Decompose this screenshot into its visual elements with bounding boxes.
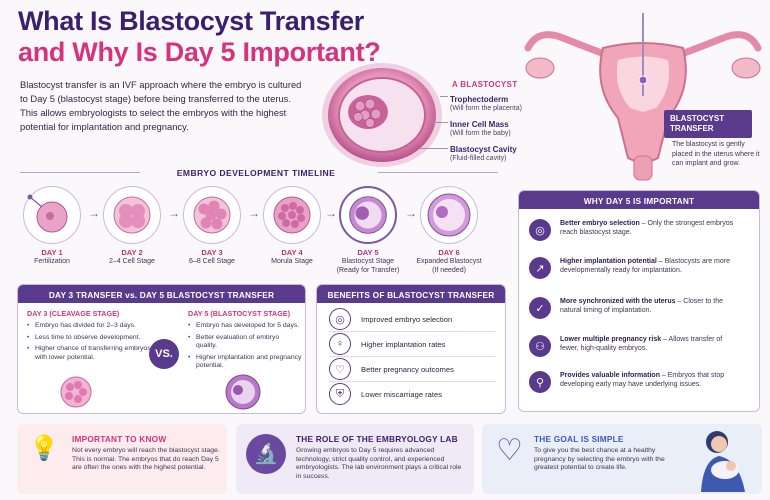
day3-bullets: Embryo has divided for 2–3 days. Less ti… (27, 322, 151, 362)
important-text: Not every embryo will reach the blastocy… (72, 447, 220, 472)
day3-label: DAY 3 (201, 248, 223, 257)
why-text: More synchronized with the uterus – Clos… (560, 298, 723, 315)
why-text: Lower multiple pregnancy risk – Allows t… (560, 336, 723, 353)
growth-chart-icon: ↗ (529, 257, 551, 279)
benefit-item: ♀ Higher implantation rates (329, 332, 495, 356)
why-item: ◎ Better embryo selection – Only the str… (529, 219, 751, 257)
trophectoderm-sub: (Will form the placenta) (450, 105, 522, 112)
heart-icon: ♡ (329, 358, 351, 380)
benefit-text: Improved embryo selection (361, 314, 453, 324)
day3-bullet: Higher chance of transferring embryos wi… (27, 345, 151, 362)
page-title-line1: What Is Blastocyst Transfer (18, 6, 365, 36)
day5-desc: Blastocyst Stage (Ready for Transfer) (336, 258, 400, 274)
day5-bullet: Better evaluation of embryo quality. (188, 334, 302, 351)
goal-text: To give you the best chance at a healthy… (534, 447, 665, 472)
timeline-title: EMBRYO DEVELOPMENT TIMELINE (176, 168, 336, 178)
why-text: Better embryo selection – Only the stron… (560, 220, 734, 237)
target-icon: ◎ (329, 308, 351, 330)
day5-embryo-icon (225, 374, 261, 410)
arrow-icon: → (168, 206, 180, 220)
day1-label: DAY 1 (41, 248, 63, 257)
important-title: IMPORTANT TO KNOW (72, 434, 167, 444)
cavity-label: Blastocyst Cavity (450, 145, 517, 154)
day3-bullet: Embryo has divided for 2–3 days. (27, 322, 151, 331)
day3-bullet: Less time to observe development. (27, 334, 151, 343)
benefit-text: Better pregnancy outcomes (361, 364, 454, 374)
mother-baby-illustration (701, 431, 745, 492)
why-item: ⚇ Lower multiple pregnancy risk – Allows… (529, 335, 751, 371)
lightbulb-icon: 💡 (29, 435, 59, 462)
target-icon: ◎ (529, 219, 551, 241)
benefit-item: ◎ Improved embryo selection (329, 307, 495, 331)
day3-embryo-icon (60, 376, 92, 408)
why-panel: WHY DAY 5 IS IMPORTANT ◎ Better embryo s… (518, 190, 760, 412)
day1-desc: Fertilization (34, 258, 70, 265)
lab-title: THE ROLE OF THE EMBRYOLOGY LAB (296, 434, 458, 444)
day3-heading: DAY 3 (CLEAVAGE STAGE) (27, 309, 120, 318)
day5-bullet: Embryo has developed for 5 days. (188, 322, 302, 331)
day4-desc: Morula Stage (271, 258, 313, 265)
blastocyst-illustration (322, 63, 442, 167)
heart-icon: ♡ (496, 434, 523, 467)
comparison-panel: DAY 3 TRANSFER vs. DAY 5 BLASTOCYST TRAN… (17, 284, 306, 414)
cavity-sub: (Fluid-filled cavity) (450, 155, 507, 162)
benefit-text: Higher implantation rates (361, 339, 446, 349)
timeline-divider-left (20, 172, 140, 173)
day6-desc: Expanded Blastocyst (If needed) (416, 258, 482, 274)
day1-embryo-icon (23, 186, 81, 244)
day5-label: DAY 5 (357, 248, 379, 257)
lab-text: Growing embryos to Day 5 requires advanc… (296, 447, 462, 481)
benefits-title: BENEFITS OF BLASTOCYST TRANSFER (317, 285, 505, 303)
why-item: ✓ More synchronized with the uterus – Cl… (529, 297, 751, 335)
day5-heading: DAY 5 (BLASTOCYST STAGE) (188, 309, 290, 318)
day2-desc: 2–4 Cell Stage (109, 258, 155, 265)
why-text: Higher implantation potential – Blastocy… (560, 258, 730, 275)
trophectoderm-label: Trophectoderm (450, 95, 509, 104)
goal-title: THE GOAL IS SIMPLE (534, 434, 624, 444)
benefits-panel: BENEFITS OF BLASTOCYST TRANSFER ◎ Improv… (316, 284, 506, 414)
day6-label: DAY 6 (438, 248, 460, 257)
arrow-icon: → (325, 206, 337, 220)
benefit-item: ⛨ Lower miscarriage rates (329, 382, 495, 406)
uterus-label: BLASTOCYST TRANSFER (664, 110, 752, 138)
why-text: Provides valuable information – Embryos … (560, 372, 725, 389)
blastocyst-heading: A BLASTOCYST (452, 80, 518, 89)
arrow-icon: → (88, 206, 100, 220)
benefit-text: Lower miscarriage rates (361, 389, 443, 399)
shield-icon: ⛨ (329, 383, 351, 405)
why-item: ↗ Higher implantation potential – Blasto… (529, 257, 751, 297)
check-icon: ✓ (529, 297, 551, 319)
day4-embryo-icon (263, 186, 321, 244)
day4-label: DAY 4 (281, 248, 303, 257)
benefit-item: ♡ Better pregnancy outcomes (329, 357, 495, 381)
page-title-line2: and Why Is Day 5 Important? (18, 37, 381, 67)
people-icon: ⚇ (529, 335, 551, 357)
day3-desc: 6–8 Cell Stage (189, 258, 235, 265)
intro-text: Blastocyst transfer is an IVF approach w… (20, 79, 302, 132)
day5-embryo-icon (339, 186, 397, 244)
goal-box: ♡ THE GOAL IS SIMPLE To give you the bes… (482, 424, 762, 494)
inner-cell-mass-label: Inner Cell Mass (450, 120, 509, 129)
comparison-title: DAY 3 TRANSFER vs. DAY 5 BLASTOCYST TRAN… (18, 285, 305, 303)
why-item: ⚲ Provides valuable information – Embryo… (529, 371, 751, 411)
day2-label: DAY 2 (121, 248, 143, 257)
arrow-icon: → (405, 206, 417, 220)
microscope-icon: 🔬 (246, 434, 286, 474)
uterus-icon: ♀ (329, 333, 351, 355)
day5-bullets: Embryo has developed for 5 days. Better … (188, 322, 302, 371)
important-box: 💡 IMPORTANT TO KNOW Not every embryo wil… (17, 424, 227, 494)
vs-badge: VS. (149, 339, 179, 369)
why-title: WHY DAY 5 IS IMPORTANT (519, 191, 759, 209)
day3-embryo-icon (183, 186, 241, 244)
lab-box: 🔬 THE ROLE OF THE EMBRYOLOGY LAB Growing… (236, 424, 474, 494)
day2-embryo-icon (103, 186, 161, 244)
inner-cell-mass-sub: (Will form the baby) (450, 130, 511, 137)
day5-bullet: Higher implantation and pregnancy potent… (188, 354, 302, 371)
magnifier-icon: ⚲ (529, 371, 551, 393)
uterus-description: The blastocyst is gently placed in the u… (672, 141, 760, 167)
timeline-divider-right (378, 172, 498, 173)
day6-embryo-icon (420, 186, 478, 244)
arrow-icon: → (248, 206, 260, 220)
